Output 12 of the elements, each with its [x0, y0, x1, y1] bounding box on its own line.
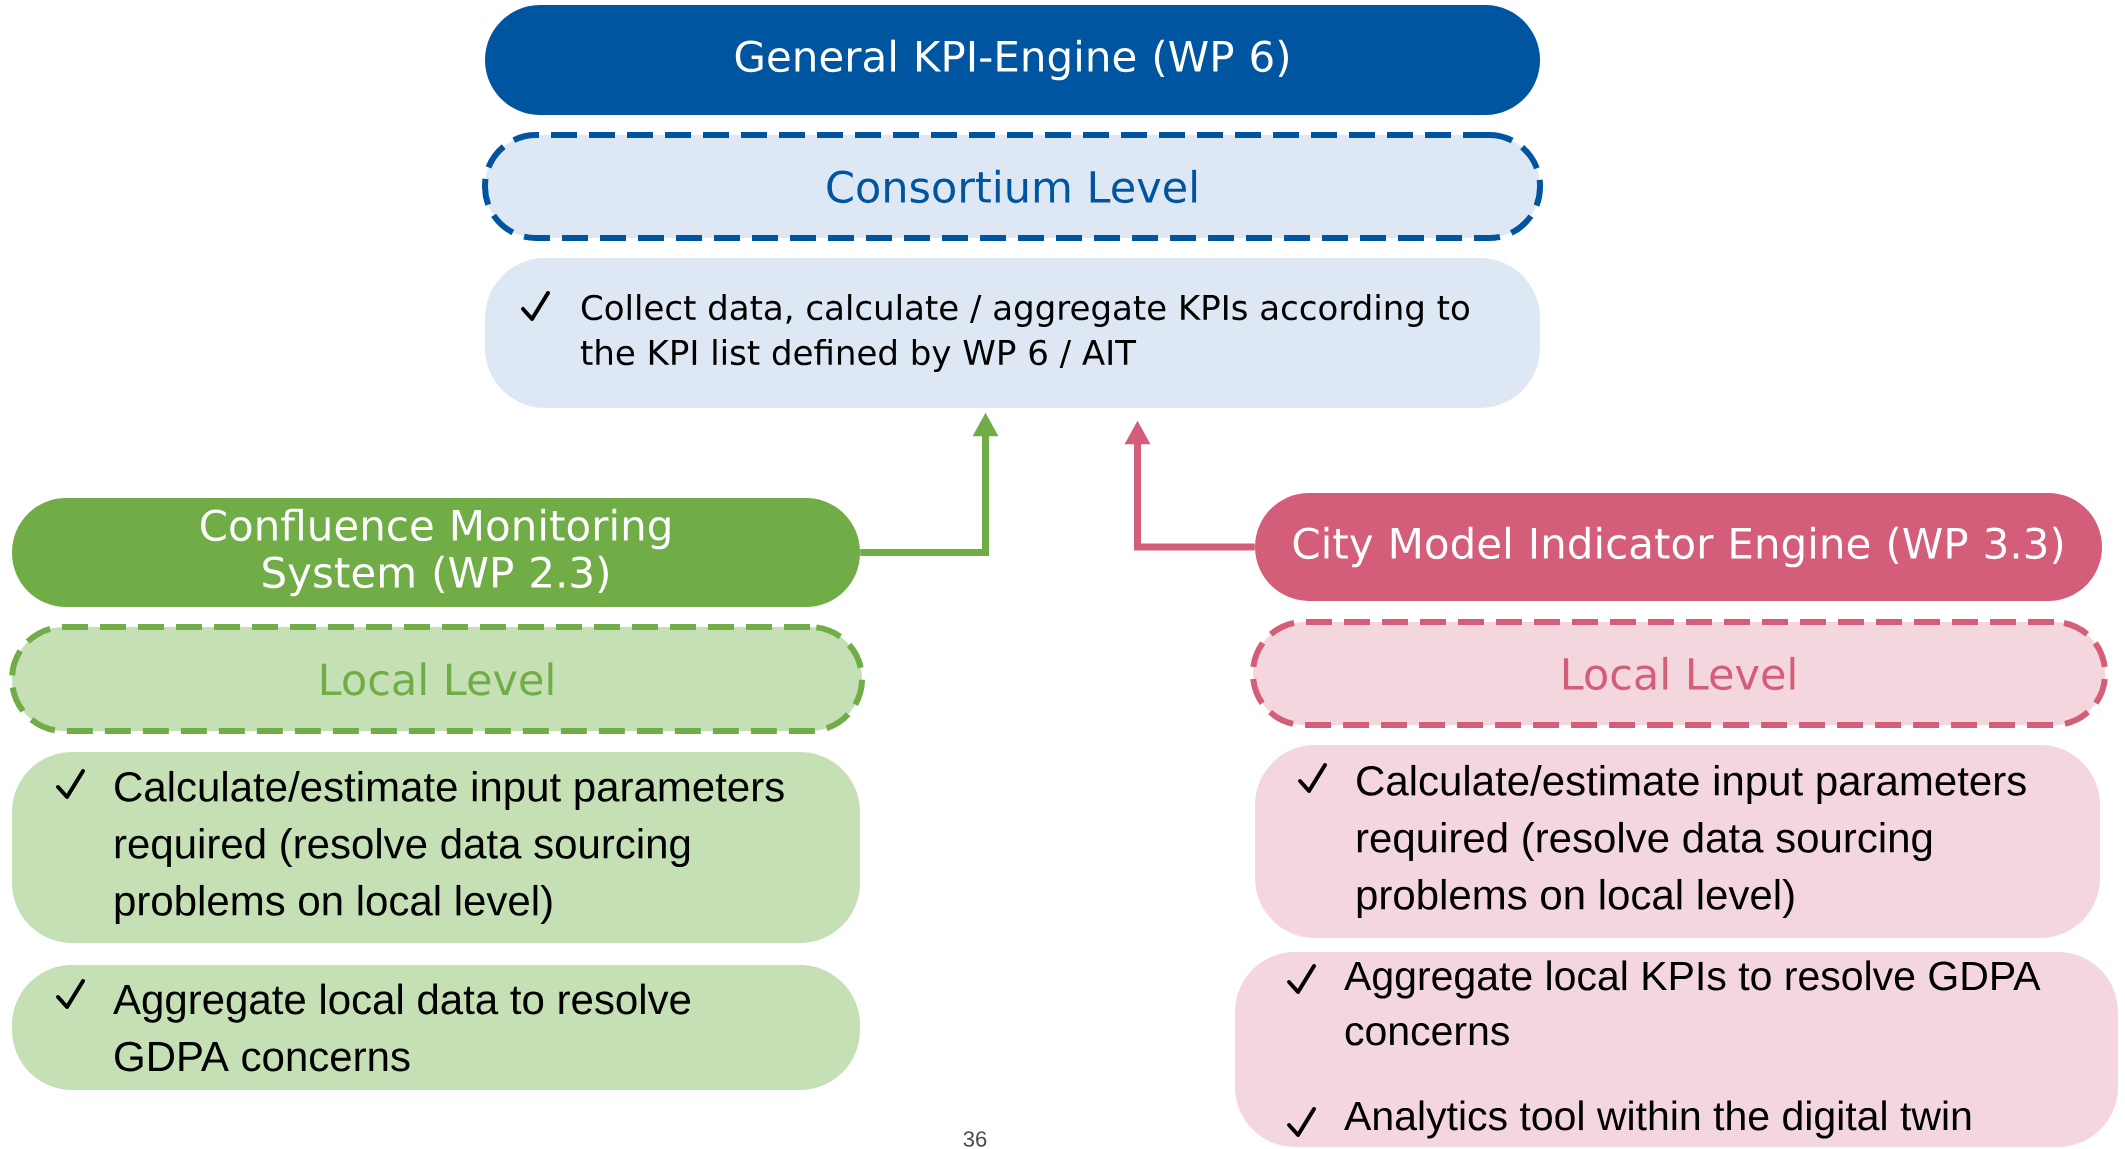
level-box: Local Level [1250, 619, 2109, 728]
level-box: Local Level [9, 624, 865, 734]
bullet-box: Calculate/estimate input parameters required (resolve data sourcing problems on local level) [12, 752, 860, 943]
header-box: Confluence Monitoring System (WP 2.3) [12, 498, 860, 607]
bullet-box: Calculate/estimate input parameters required (resolve data sourcing problems on local level) [1255, 745, 2100, 938]
level-box: Consortium Level [482, 132, 1543, 241]
bullet-box: Aggregate local KPIs to resolve GDPA concerns Analytics tool within the digital twin [1235, 952, 2118, 1147]
page-number: 36 [963, 1131, 987, 1147]
header-box: City Model Indicator Engine (WP 3.3) [1255, 493, 2103, 601]
header-box: General KPI-Engine (WP 6) [485, 5, 1540, 115]
bullet-box: Collect data, calculate / aggregate KPIs according to the KPI list defined by WP 6 / AIT [485, 258, 1540, 408]
bullet-box: Aggregate local data to resolve GDPA concerns [12, 965, 860, 1090]
